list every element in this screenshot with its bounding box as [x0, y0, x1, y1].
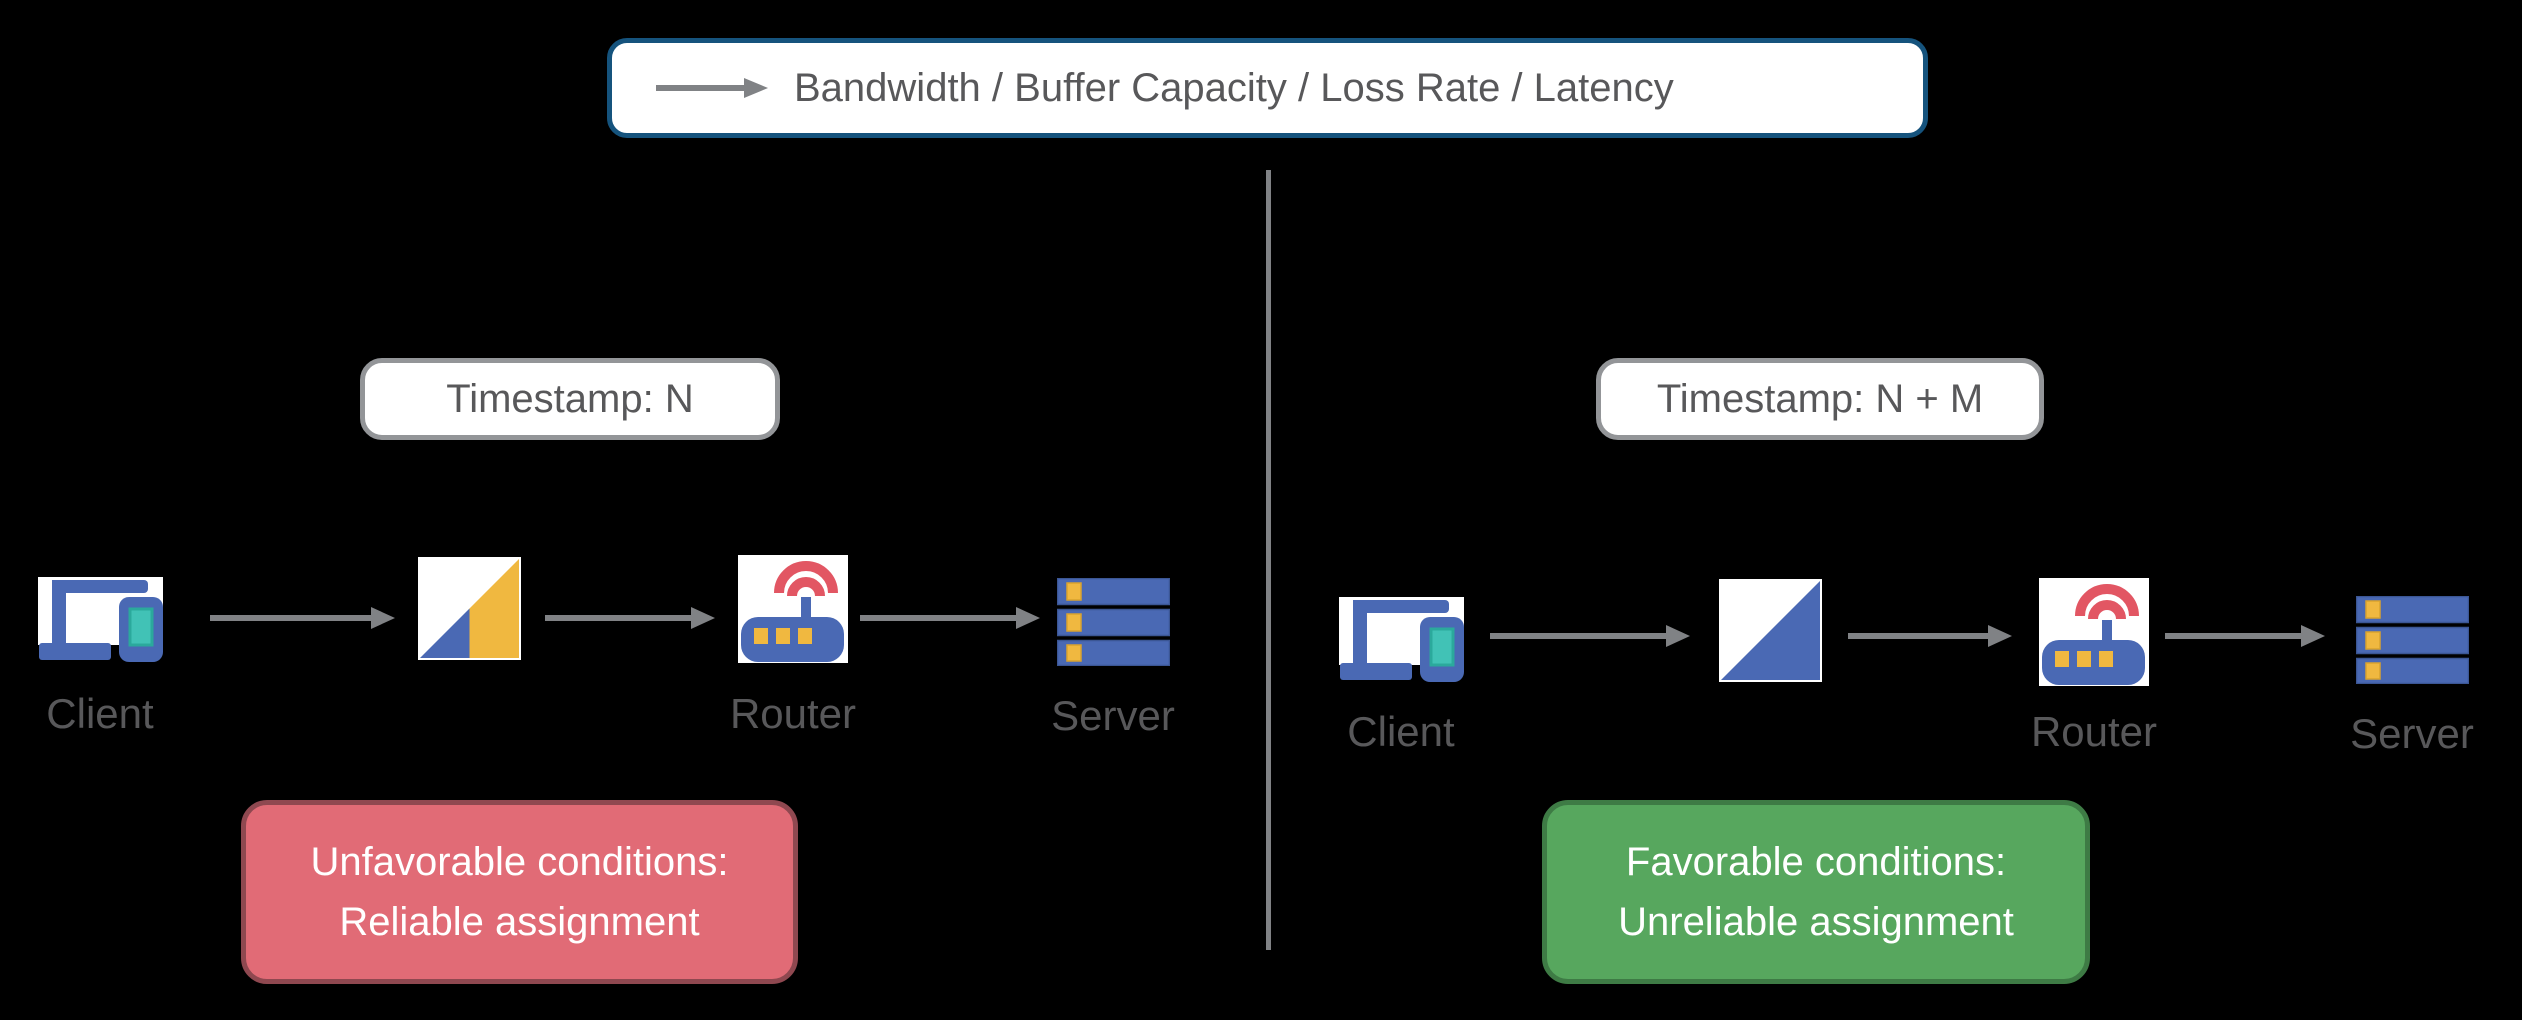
left-router-label: Router: [729, 690, 857, 737]
right-server-icon: [2356, 596, 2469, 684]
left-status-box: Unfavorable conditions: Reliable assignm…: [241, 800, 798, 984]
right-arrow-meter-to-router-icon: [1848, 625, 2012, 647]
legend-box: Bandwidth / Buffer Capacity / Loss Rate …: [607, 38, 1928, 138]
right-status-line2: Unreliable assignment: [1618, 900, 2014, 944]
left-arrow-client-to-meter-icon: [210, 607, 395, 629]
left-timestamp-badge: Timestamp: N: [360, 358, 780, 440]
left-router-icon: [738, 555, 848, 663]
right-link-meter-icon: [1719, 579, 1822, 682]
left-link-meter-icon: [418, 557, 521, 660]
right-arrow-router-to-server-icon: [2165, 625, 2325, 647]
left-client-label: Client: [46, 690, 154, 737]
left-arrow-meter-to-router-icon: [545, 607, 715, 629]
left-server-icon: [1057, 578, 1170, 666]
legend-label: Bandwidth / Buffer Capacity / Loss Rate …: [794, 65, 1674, 110]
left-status-line1: Unfavorable conditions:: [310, 840, 729, 884]
right-router-icon: [2039, 578, 2149, 686]
legend-arrow-icon: [656, 78, 768, 98]
right-client-label: Client: [1347, 708, 1455, 755]
left-arrow-router-to-server-icon: [860, 607, 1040, 629]
right-router-label: Router: [2030, 708, 2158, 755]
panel-divider: [1266, 170, 1271, 950]
left-timestamp-label: Timestamp: N: [446, 376, 694, 421]
left-client-icon: [38, 577, 163, 662]
left-server-label: Server: [1051, 692, 1175, 739]
right-server-label: Server: [2350, 710, 2474, 757]
right-status-box: Favorable conditions: Unreliable assignm…: [1542, 800, 2090, 984]
right-client-icon: [1339, 597, 1464, 682]
right-timestamp-label: Timestamp: N + M: [1656, 376, 1984, 421]
right-status-line1: Favorable conditions:: [1625, 840, 2007, 884]
right-timestamp-badge: Timestamp: N + M: [1596, 358, 2044, 440]
left-status-line2: Reliable assignment: [339, 900, 700, 944]
right-arrow-client-to-meter-icon: [1490, 625, 1690, 647]
